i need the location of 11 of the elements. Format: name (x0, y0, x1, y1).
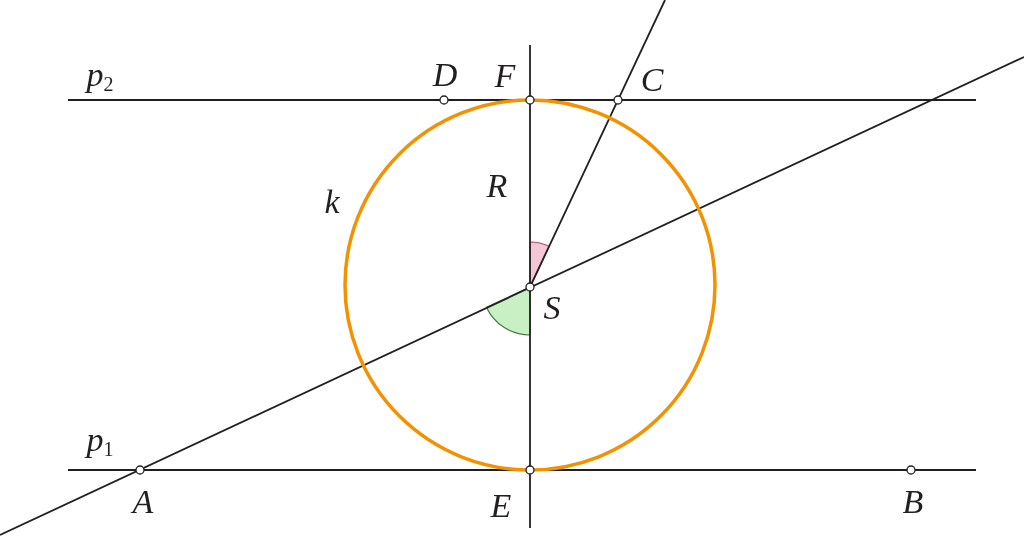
point-label: D (432, 58, 458, 92)
point-label: S (543, 291, 561, 325)
line-label: p$_{1}$ (86, 423, 114, 459)
point-label: B (902, 485, 924, 519)
radius-label: R (486, 169, 508, 203)
line-label: p$_{2}$ (86, 58, 114, 94)
point-label: E (490, 489, 512, 523)
point-label: A (132, 485, 154, 519)
point-label: C (640, 63, 664, 97)
circle-label: k (324, 185, 340, 219)
point-label: F (494, 59, 516, 93)
